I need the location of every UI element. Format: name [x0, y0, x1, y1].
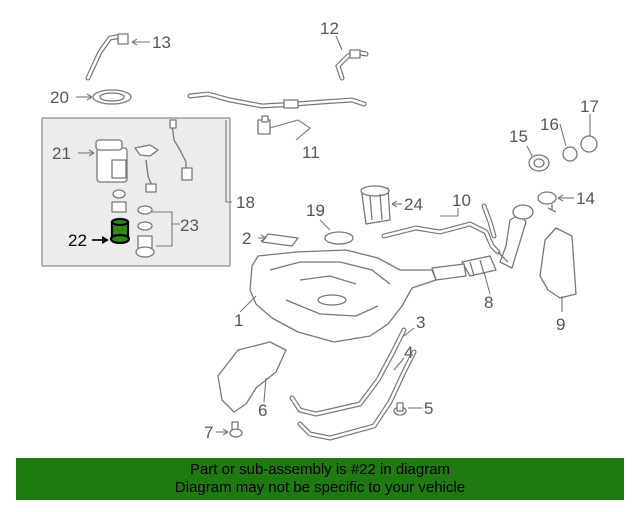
part-21-pump — [95, 119, 193, 193]
callout-17: 17 — [580, 97, 599, 116]
callout-12: 12 — [320, 19, 339, 38]
filler-neck — [497, 204, 534, 269]
callout-7: 7 — [204, 423, 213, 442]
callout-2: 2 — [242, 229, 251, 248]
callout-14: 14 — [576, 189, 595, 208]
callout-19: 19 — [306, 201, 325, 220]
callout-18: 18 — [236, 193, 255, 212]
callout-16: 16 — [540, 115, 559, 134]
callout-9: 9 — [556, 315, 565, 334]
part-7-bolt — [229, 421, 243, 438]
callout-10: 10 — [452, 191, 471, 210]
part-14-cap — [537, 191, 557, 213]
part-24-filter — [360, 185, 391, 225]
callout-23: 23 — [180, 216, 199, 235]
diagram-notice-banner: Part or sub-assembly is #22 in diagram D… — [16, 458, 624, 500]
part-1-tank — [249, 249, 467, 343]
callout-24: 24 — [404, 195, 423, 214]
part-8-bracket — [461, 255, 497, 277]
part-12-hose — [335, 49, 369, 81]
callout-13: 13 — [152, 33, 171, 52]
part-6-protector — [217, 341, 287, 413]
part-23-seals — [111, 189, 155, 258]
part-11-tube — [187, 91, 367, 135]
callout-3: 3 — [416, 313, 425, 332]
leader-lines — [76, 35, 591, 436]
leader-line-22 — [92, 236, 108, 244]
part-2-shield — [261, 233, 299, 247]
part-22-regulator — [109, 217, 131, 245]
part-16-ring — [562, 146, 578, 162]
callout-4: 4 — [404, 343, 413, 362]
notice-line-2: Diagram may not be specific to your vehi… — [174, 479, 466, 496]
callout-5: 5 — [424, 399, 433, 418]
callout-6: 6 — [258, 401, 267, 420]
part-13-hose — [85, 33, 129, 81]
callout-11: 11 — [302, 143, 320, 162]
callout-21: 21 — [52, 144, 71, 163]
callout-1: 1 — [234, 311, 243, 330]
part-3-strap — [289, 327, 407, 417]
callout-8: 8 — [484, 293, 493, 312]
sub-assembly-frame — [41, 117, 231, 267]
part-10-tube — [381, 203, 501, 255]
part-9-shield — [539, 227, 577, 299]
part-17-ring — [580, 135, 598, 153]
callout-20: 20 — [50, 88, 69, 107]
part-4-strap — [297, 349, 417, 441]
part-5-bolt — [393, 402, 407, 416]
part-20-lock-ring — [92, 89, 132, 105]
notice-line-1: Part or sub-assembly is #22 in diagram — [189, 461, 451, 478]
part-19-gasket — [324, 231, 354, 245]
callout-22: 22 — [68, 231, 87, 250]
part-15-ring — [528, 154, 550, 172]
callout-15: 15 — [509, 127, 528, 146]
